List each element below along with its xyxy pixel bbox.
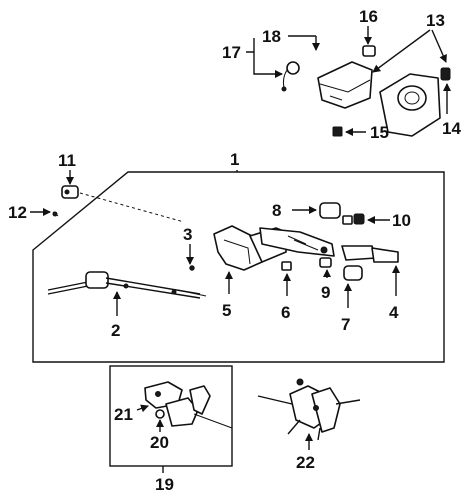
lock-cylinder-box bbox=[109, 365, 233, 467]
callout-22: 22 bbox=[296, 453, 315, 472]
clip-part-14 bbox=[440, 67, 451, 81]
bearing-part-8 bbox=[319, 202, 341, 219]
callout-7: 7 bbox=[341, 315, 350, 334]
nut-part-10b bbox=[342, 215, 353, 225]
callout-14: 14 bbox=[442, 119, 461, 138]
lock-cylinder-part-20 bbox=[165, 385, 233, 429]
switch-part-11 bbox=[61, 185, 79, 199]
callout-10: 10 bbox=[392, 211, 411, 230]
key-part-20 bbox=[155, 409, 165, 419]
nut-part-10 bbox=[353, 213, 365, 225]
callout-15: 15 bbox=[370, 123, 389, 142]
callout-11: 11 bbox=[58, 151, 76, 170]
bushing-part-9 bbox=[319, 257, 332, 268]
upper-shaft-assembly bbox=[259, 227, 399, 263]
lamp-harness-part-17 bbox=[281, 61, 300, 92]
callout-21: 21 bbox=[114, 405, 133, 424]
intermediate-shaft-part-2 bbox=[47, 271, 207, 299]
callout-8: 8 bbox=[272, 201, 281, 220]
callout-2: 2 bbox=[111, 321, 120, 340]
bushing-part-16 bbox=[362, 45, 376, 57]
combination-switch-part-22 bbox=[257, 378, 361, 441]
callout-16: 16 bbox=[359, 7, 378, 26]
clip-part-6 bbox=[281, 261, 292, 271]
leader-21 bbox=[136, 404, 149, 413]
callout-20: 20 bbox=[150, 433, 169, 452]
callout-13: 13 bbox=[426, 11, 445, 30]
leader-13b bbox=[431, 29, 447, 63]
callout-5: 5 bbox=[222, 301, 231, 320]
leader-11-dash bbox=[79, 192, 185, 223]
clip-part-15 bbox=[332, 126, 343, 137]
callout-19: 19 bbox=[155, 475, 174, 494]
upper-column-cover bbox=[317, 61, 373, 109]
callout-1: 1 bbox=[230, 150, 239, 169]
pin-part-12 bbox=[52, 211, 59, 217]
callout-9: 9 bbox=[321, 283, 330, 302]
callout-3: 3 bbox=[183, 225, 192, 244]
callout-18: 18 bbox=[262, 27, 281, 46]
main-assembly-frame bbox=[32, 171, 445, 363]
column-housing-part-5 bbox=[213, 225, 287, 271]
bearing-part-7 bbox=[343, 265, 363, 281]
bolt-part-3 bbox=[189, 265, 195, 271]
leader-13a bbox=[372, 29, 431, 73]
callout-12: 12 bbox=[8, 203, 27, 222]
lower-column-cover bbox=[379, 73, 441, 137]
callout-4: 4 bbox=[389, 303, 399, 322]
callout-17: 17 bbox=[222, 43, 241, 62]
leader-17 bbox=[246, 38, 282, 74]
callout-6: 6 bbox=[281, 303, 290, 322]
